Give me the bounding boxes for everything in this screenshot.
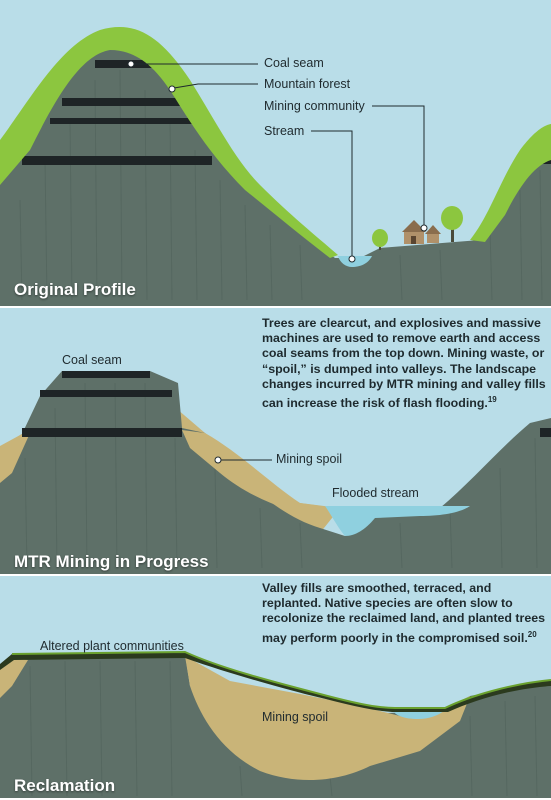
coal-seams (22, 371, 551, 437)
label-mountain-forest: Mountain forest (264, 77, 351, 91)
panel-reclamation: Valley fills are smoothed, terraced, and… (0, 576, 551, 800)
stream (338, 256, 372, 267)
community-trees (372, 206, 463, 250)
panel-mtr-mining: Trees are clearcut, and explosives and m… (0, 308, 551, 576)
label-coal-seam: Coal seam (264, 56, 324, 70)
reclamation-description: Valley fills are smoothed, terraced, and… (262, 581, 546, 645)
label-stream: Stream (264, 124, 305, 138)
mining-spoil-fill (182, 430, 336, 520)
mining-spoil (185, 656, 470, 781)
panel-divider (0, 798, 551, 800)
label-mining-community: Mining community (264, 99, 365, 113)
community-marker (420, 224, 428, 232)
forest-marker (168, 85, 176, 93)
rock-texture (24, 382, 538, 569)
label-flooded-stream: Flooded stream (332, 486, 419, 500)
spoil-marker (214, 456, 222, 464)
panel-title: Original Profile (14, 280, 136, 299)
panel-title: MTR Mining in Progress (14, 552, 209, 571)
panel-divider (0, 574, 551, 576)
mining-spoil-left (0, 658, 28, 698)
mountain-forest (0, 27, 338, 258)
panel-divider (0, 306, 551, 308)
mtr-mining-scene (0, 308, 551, 576)
altered-plant-band (0, 652, 551, 712)
flooded-stream (325, 506, 470, 536)
rock-texture (29, 660, 538, 797)
house-icon (402, 220, 441, 244)
reclamation-scene (0, 576, 551, 800)
coal-seam-marker (127, 60, 135, 68)
mining-spoil-left (0, 433, 30, 483)
leader-lines (134, 63, 425, 258)
mining-description: Trees are clearcut, and explosives and m… (262, 316, 546, 411)
label-altered-plant-communities: Altered plant communities (40, 639, 184, 653)
original-profile-scene (0, 0, 551, 308)
mountain (0, 371, 551, 576)
stream (392, 710, 445, 719)
panel-title: Reclamation (14, 776, 116, 795)
right-forest (470, 124, 551, 242)
label-coal-seam: Coal seam (62, 353, 122, 367)
altered-plant-highlight (11, 650, 551, 709)
mountain (0, 43, 551, 308)
label-mining-spoil: Mining spoil (276, 452, 343, 466)
panel-original-profile: Coal seam Mountain forest Mining communi… (0, 0, 551, 308)
stream-marker (348, 255, 356, 263)
rock-texture (19, 69, 543, 301)
label-mining-spoil: Mining spoil (262, 710, 329, 724)
